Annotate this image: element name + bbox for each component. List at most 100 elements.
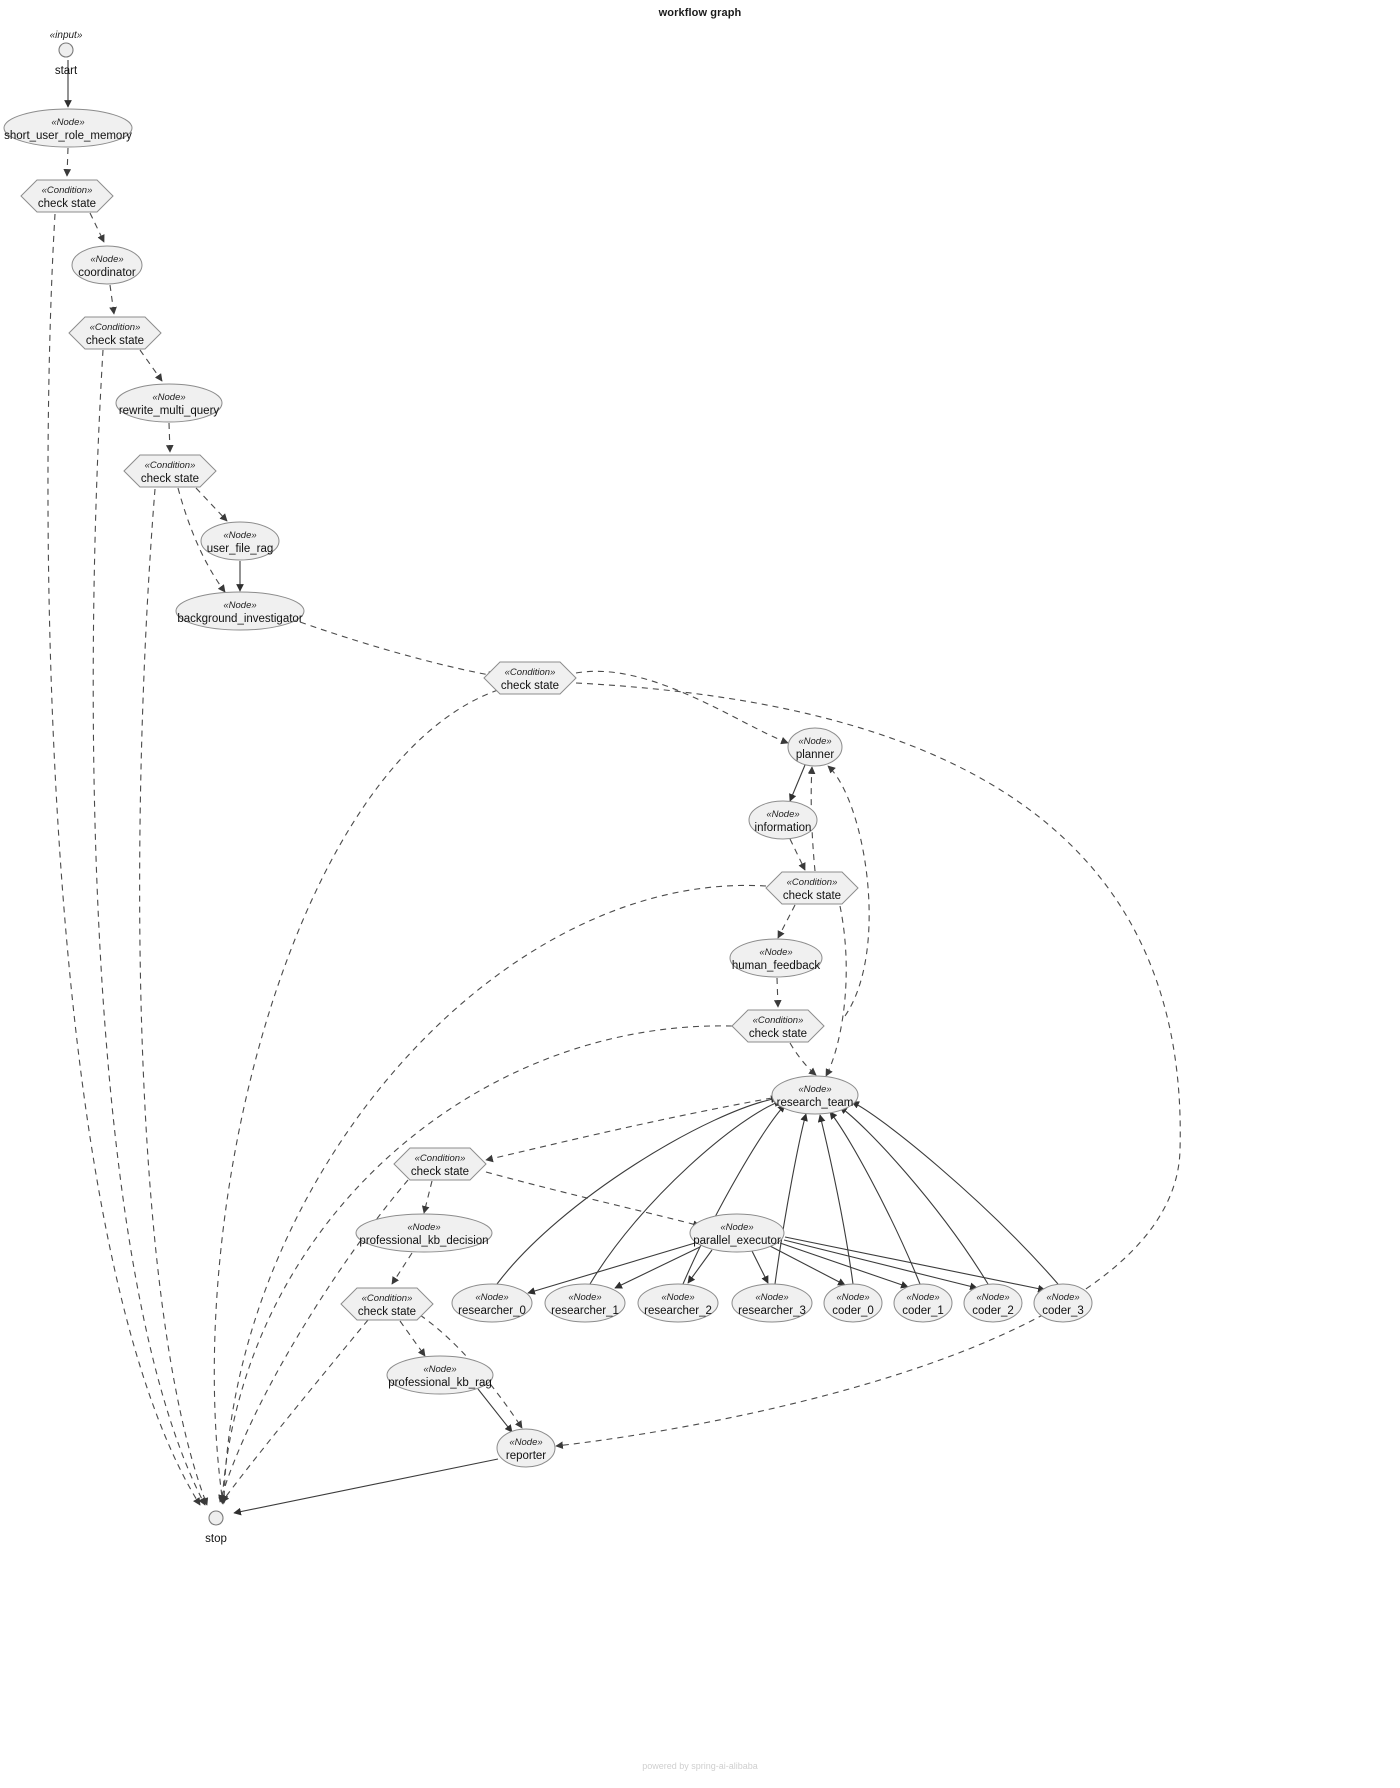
graph-node-check_state_1[interactable]: «Condition»check state bbox=[20, 179, 114, 213]
graph-node-research_team[interactable]: «Node»research_team bbox=[771, 1075, 859, 1115]
graph-node-check_state_6[interactable]: «Condition»check state bbox=[731, 1009, 825, 1043]
edges-layer bbox=[47, 60, 1181, 1516]
graph-node-check_state_7[interactable]: «Condition»check state bbox=[393, 1147, 487, 1181]
graph-node-check_state_2[interactable]: «Condition»check state bbox=[68, 316, 162, 350]
node-stereotype: «Node» bbox=[1046, 1292, 1079, 1303]
node-shape bbox=[355, 1213, 493, 1253]
graph-node-coordinator[interactable]: «Node»coordinator bbox=[71, 245, 143, 285]
graph-node-parallel_executor[interactable]: «Node» parallel_executor bbox=[689, 1213, 785, 1253]
graph-node-coder_3[interactable]: «Node» coder_3 bbox=[1033, 1283, 1093, 1323]
node-stereotype: «Node» bbox=[423, 1364, 456, 1375]
node-label: coder_3 bbox=[1042, 1305, 1084, 1317]
condition-shape bbox=[20, 179, 114, 213]
edge-check_state_1-to-stop bbox=[47, 213, 201, 1506]
condition-shape bbox=[123, 454, 217, 488]
node-stereotype: «Node» bbox=[51, 117, 84, 128]
node-stereotype: «Node» bbox=[223, 530, 256, 541]
node-shape bbox=[451, 1283, 533, 1323]
edge-reporter-to-stop bbox=[233, 1458, 499, 1516]
node-stereotype: «Node» bbox=[475, 1292, 508, 1303]
graph-node-researcher_1[interactable]: «Node»researcher_1 bbox=[544, 1283, 626, 1323]
node-label: coder_2 bbox=[972, 1305, 1014, 1317]
node-shape bbox=[689, 1213, 785, 1253]
edge-check_state_3-to-user_file_rag bbox=[195, 487, 228, 522]
node-label: reporter bbox=[506, 1450, 546, 1462]
node-label: researcher_3 bbox=[738, 1305, 806, 1317]
edge-parallel_executor-to-coder_1 bbox=[779, 1242, 909, 1289]
node-shape bbox=[200, 521, 280, 561]
node-shape bbox=[771, 1075, 859, 1115]
node-stereotype: «Node» bbox=[720, 1222, 753, 1233]
node-stereotype: «Condition» bbox=[90, 322, 141, 333]
graph-node-short_user_role_memory[interactable]: «Node»short_user_role_memory bbox=[3, 108, 133, 148]
graph-node-professional_kb_rag[interactable]: «Node»professional_kb_rag bbox=[386, 1355, 494, 1395]
edge-short_user_role_memory-to-check_state_1 bbox=[63, 147, 72, 177]
graph-node-human_feedback[interactable]: «Node»human_feedback bbox=[729, 938, 823, 978]
graph-node-reporter[interactable]: «Node»reporter bbox=[496, 1428, 556, 1468]
node-stereotype: «Node» bbox=[755, 1292, 788, 1303]
edge-parallel_executor-to-researcher_3 bbox=[751, 1250, 769, 1284]
graph-node-professional_kb_decision[interactable]: «Node»professional_kb_decision bbox=[355, 1213, 493, 1253]
node-stereotype: «Node» bbox=[568, 1292, 601, 1303]
node-stereotype: «Node» bbox=[90, 254, 123, 265]
node-shape bbox=[115, 383, 223, 423]
edge-parallel_executor-to-researcher_1 bbox=[614, 1246, 701, 1289]
node-stereotype: «Node» bbox=[836, 1292, 869, 1303]
graph-node-check_state_3[interactable]: «Condition»check state bbox=[123, 454, 217, 488]
graph-node-coder_0[interactable]: «Node»coder_0 bbox=[823, 1283, 883, 1323]
graph-node-planner[interactable]: «Node»planner bbox=[787, 727, 843, 767]
node-label: professional_kb_decision bbox=[359, 1235, 488, 1247]
node-label: researcher_2 bbox=[644, 1305, 712, 1317]
edge-check_state_5-to-research_team bbox=[825, 905, 847, 1077]
node-shape bbox=[3, 108, 133, 148]
edge-background_investigator-to-check_state_4 bbox=[299, 621, 496, 679]
edge-parallel_executor-to-coder_2 bbox=[783, 1239, 978, 1291]
edge-planner-to-information bbox=[789, 764, 806, 802]
node-shape bbox=[748, 800, 818, 840]
edge-check_state_5-to-stop bbox=[220, 884, 767, 1504]
node-shape bbox=[544, 1283, 626, 1323]
node-stereotype: «Node» bbox=[976, 1292, 1009, 1303]
node-label: parallel_executor bbox=[693, 1235, 781, 1247]
graph-node-background_investigator[interactable]: «Node»background_investigator bbox=[175, 591, 305, 631]
graph-terminal-stop[interactable]: stop bbox=[205, 1510, 227, 1545]
edge-check_state_3-to-stop bbox=[139, 488, 209, 1506]
terminal-shape bbox=[208, 1510, 224, 1526]
edge-check_state_4-to-planner bbox=[575, 670, 789, 745]
node-label: check state bbox=[411, 1166, 469, 1178]
node-shape bbox=[1033, 1283, 1093, 1323]
graph-node-researcher_0[interactable]: «Node» researcher_0 bbox=[451, 1283, 533, 1323]
node-shape bbox=[496, 1428, 556, 1468]
node-stereotype: «Node» bbox=[906, 1292, 939, 1303]
graph-node-check_state_4[interactable]: «Condition»check state bbox=[483, 661, 577, 695]
graph-node-researcher_2[interactable]: «Node»researcher_2 bbox=[637, 1283, 719, 1323]
edge-human_feedback-to-check_state_6 bbox=[773, 977, 782, 1008]
node-label: check state bbox=[749, 1028, 807, 1040]
edge-parallel_executor-to-researcher_2 bbox=[687, 1249, 713, 1284]
graph-node-coder_2[interactable]: «Node» coder_2 bbox=[963, 1283, 1023, 1323]
edge-research_team-to-check_state_7 bbox=[485, 1097, 773, 1163]
terminal-stereotype: «input» bbox=[50, 30, 83, 41]
node-label: check state bbox=[501, 680, 559, 692]
node-shape bbox=[823, 1283, 883, 1323]
edge-check_state_6-to-research_team bbox=[789, 1042, 817, 1076]
graph-node-check_state_8[interactable]: «Condition»check state bbox=[340, 1287, 434, 1321]
graph-node-researcher_3[interactable]: «Node» researcher_3 bbox=[731, 1283, 813, 1323]
node-shape bbox=[787, 727, 843, 767]
node-stereotype: «Node» bbox=[152, 392, 185, 403]
edge-professional_kb_rag-to-reporter bbox=[477, 1388, 513, 1433]
node-label: background_investigator bbox=[177, 613, 302, 625]
graph-terminal-start[interactable]: «input»start bbox=[50, 30, 83, 77]
condition-shape bbox=[340, 1287, 434, 1321]
node-label: rewrite_multi_query bbox=[119, 405, 220, 417]
node-stereotype: «Condition» bbox=[42, 185, 93, 196]
graph-node-coder_1[interactable]: «Node»coder_1 bbox=[893, 1283, 953, 1323]
graph-node-check_state_5[interactable]: «Condition»check state bbox=[765, 871, 859, 905]
graph-node-information[interactable]: «Node»information bbox=[748, 800, 818, 840]
graph-node-user_file_rag[interactable]: «Node»user_file_rag bbox=[200, 521, 280, 561]
edge-parallel_executor-to-coder_3 bbox=[784, 1236, 1046, 1293]
node-label: human_feedback bbox=[732, 960, 820, 972]
node-label: researcher_0 bbox=[458, 1305, 526, 1317]
graph-node-rewrite_multi_query[interactable]: «Node» rewrite_multi_query bbox=[115, 383, 223, 423]
